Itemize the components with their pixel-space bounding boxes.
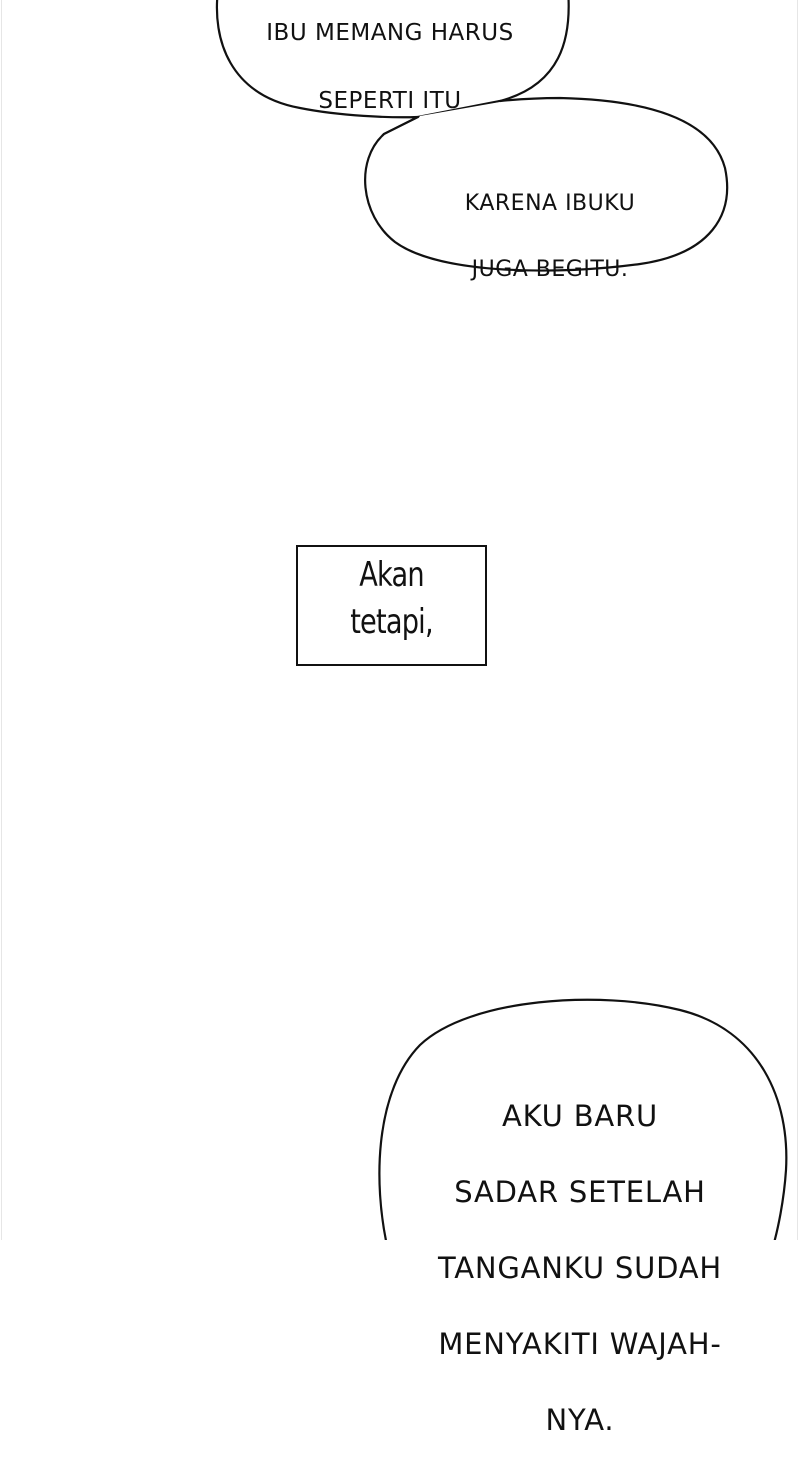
speech-line: AKU BARU <box>501 1099 659 1133</box>
panel-right-edge <box>797 0 798 1240</box>
comic-panel: IBU MEMANG HARUS SEPERTI ITU KARENA IBUK… <box>0 0 800 1437</box>
speech-bubble-2-text: KARENA IBUKU JUGA BEGITU. <box>400 154 700 319</box>
speech-bubbles-layer <box>215 0 788 1240</box>
speech-line: NYA. <box>545 1403 615 1437</box>
speech-line: TANGANKU SUDAH <box>438 1251 722 1285</box>
panel-left-edge <box>1 0 2 1240</box>
narration-line: tetapi, <box>350 602 433 642</box>
speech-line: KARENA IBUKU <box>464 191 636 216</box>
speech-line: SEPERTI ITU <box>318 88 462 114</box>
narration-line: Akan <box>359 555 424 595</box>
speech-bubble-1-text: IBU MEMANG HARUS SEPERTI ITU <box>230 0 550 152</box>
speech-line: IBU MEMANG HARUS <box>266 20 514 46</box>
narration-box <box>296 545 487 666</box>
speech-bubble-1 <box>215 0 570 136</box>
speech-line: JUGA BEGITU. <box>471 257 629 282</box>
speech-bubble-2 <box>364 96 729 272</box>
speech-line: SADAR SETELAH <box>454 1175 706 1209</box>
narration-text: Akan tetapi, <box>315 552 468 646</box>
speech-bubble-3 <box>378 998 788 1240</box>
speech-line: MENYAKITI WAJAH- <box>438 1327 722 1361</box>
speech-bubble-3-text: AKU BARU SADAR SETELAH TANGANKU SUDAH ME… <box>400 1059 760 1477</box>
